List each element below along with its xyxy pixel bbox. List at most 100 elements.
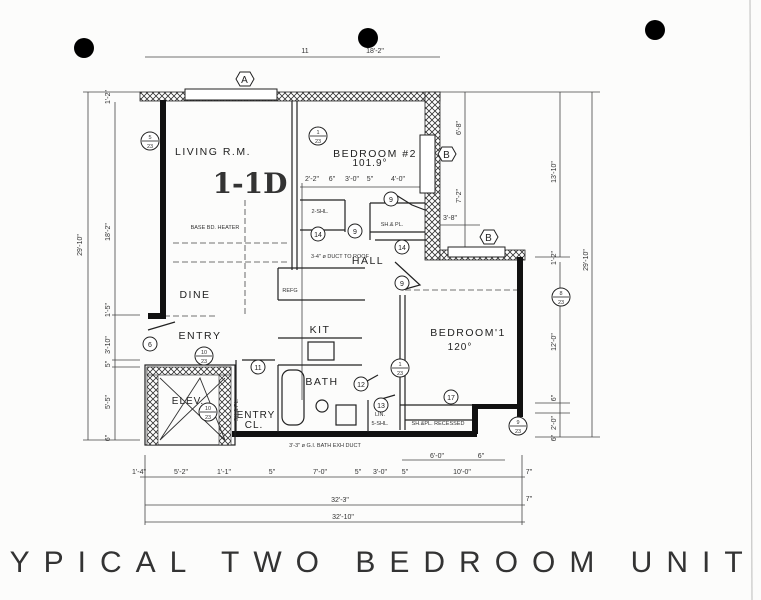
grid-marker bbox=[437, 146, 457, 162]
door-mark bbox=[394, 275, 410, 291]
section-mark-sheet: 23 bbox=[315, 139, 321, 145]
room-label: DINE bbox=[179, 289, 210, 301]
note-label: 5-SHL. bbox=[371, 421, 389, 427]
dimension-interior: 6" bbox=[329, 176, 336, 183]
dimension-right: 12'-0" bbox=[551, 333, 558, 351]
dimension-bottom: 6'-0" bbox=[430, 453, 444, 460]
room-label: ELEV. bbox=[172, 396, 204, 407]
grid-marker bbox=[235, 71, 255, 87]
dimension-bottom: 32'-10" bbox=[332, 514, 354, 521]
section-mark-number: 1 bbox=[316, 130, 319, 136]
dimension-right: 2'-0" bbox=[551, 416, 558, 430]
door-mark bbox=[443, 389, 459, 405]
dimension-left: 5'-5" bbox=[105, 395, 112, 409]
door-mark bbox=[250, 359, 266, 375]
drawing-title: TYPICAL TWO BEDROOM UNIT bbox=[0, 546, 757, 579]
room-label: BATH bbox=[305, 376, 338, 388]
dimension-right: 29'-10" bbox=[583, 249, 590, 271]
room-label: CL. bbox=[245, 420, 264, 431]
door-mark-label: 9 bbox=[400, 281, 404, 288]
unit-code-label: 1-1D bbox=[213, 167, 288, 200]
section-mark-sheet: 23 bbox=[515, 429, 521, 435]
dimension-interior: 4'-0" bbox=[391, 176, 405, 183]
dimension-right: 3'-8" bbox=[443, 215, 457, 222]
door-mark bbox=[310, 226, 326, 242]
door-mark-label: 12 bbox=[357, 382, 365, 389]
dimension-left: 6" bbox=[105, 434, 112, 441]
dimension-bottom: 3'-0" bbox=[373, 469, 387, 476]
room-label: LIVING R.M. bbox=[175, 146, 251, 158]
door-mark-label: 13 bbox=[377, 403, 385, 410]
note-label: LIN. bbox=[375, 412, 386, 418]
door-mark bbox=[383, 191, 399, 207]
note-label: 2-SHL. bbox=[311, 209, 329, 215]
section-mark-number: 8 bbox=[559, 291, 562, 297]
dimension-bottom: 7" bbox=[526, 469, 533, 476]
dimension-top: 11 bbox=[301, 48, 308, 55]
dimension-left: 5" bbox=[105, 360, 112, 367]
note-label: SH.& PL. bbox=[234, 398, 240, 421]
dimension-left: 29'-10" bbox=[77, 234, 84, 256]
note-label: 3-4" ø DUCT TO ROOF bbox=[311, 254, 370, 260]
dimension-bottom: 10'-0" bbox=[453, 469, 471, 476]
dimension-bottom: 7" bbox=[526, 496, 533, 503]
note-label: 3'-3" ø G.I. BATH EXH DUCT bbox=[289, 443, 361, 449]
door-mark bbox=[373, 397, 389, 413]
dimension-left: 18'-2" bbox=[105, 223, 112, 241]
interior-partitions bbox=[147, 101, 472, 432]
room-label: BEDROOM #2 bbox=[333, 148, 417, 160]
dimension-left: 1'-2" bbox=[105, 90, 112, 104]
dimension-right: 6'-8" bbox=[456, 121, 463, 135]
section-mark-number: 10 bbox=[201, 350, 207, 356]
dimension-right: 6" bbox=[551, 434, 558, 441]
room-label: 101.9° bbox=[352, 158, 387, 169]
grid-marker bbox=[479, 229, 499, 245]
dimension-interior: 5" bbox=[367, 176, 374, 183]
note-label: SH.&PL. RECESSED bbox=[412, 421, 465, 427]
room-label: ENTRY bbox=[237, 410, 276, 421]
room-label: HALL bbox=[352, 255, 384, 267]
dimension-bottom: 5" bbox=[269, 469, 276, 476]
grid-marker-label: B bbox=[443, 150, 451, 161]
dimension-bottom: 6" bbox=[478, 453, 485, 460]
dimension-bottom: 5" bbox=[355, 469, 362, 476]
door-mark bbox=[394, 239, 410, 255]
dimension-interior: 3'-0" bbox=[345, 176, 359, 183]
dimension-bottom: 32'-3" bbox=[331, 497, 349, 504]
punch-hole bbox=[74, 38, 94, 58]
door-mark-label: 11 bbox=[254, 365, 261, 372]
punch-hole bbox=[358, 28, 378, 48]
dimension-right: 6" bbox=[551, 394, 558, 401]
section-mark-sheet: 23 bbox=[147, 144, 153, 150]
dimension-bottom: 1'-4" bbox=[132, 469, 146, 476]
dimension-left: 3'-10" bbox=[105, 336, 112, 354]
section-mark-number: 1 bbox=[398, 362, 401, 368]
dimension-top: 18'-2" bbox=[366, 48, 384, 55]
dimension-right: 1'-2" bbox=[551, 251, 558, 265]
door-mark-label: 14 bbox=[398, 245, 406, 252]
dimension-bottom: 5'-2" bbox=[174, 469, 188, 476]
dimension-bottom: 1'-1" bbox=[217, 469, 231, 476]
grid-marker-label: B bbox=[485, 233, 493, 244]
section-mark-number: 9 bbox=[516, 420, 519, 426]
room-label: KIT bbox=[310, 324, 331, 336]
room-label: 120° bbox=[448, 342, 473, 353]
dimension-right: 7'-2" bbox=[456, 189, 463, 203]
door-mark bbox=[142, 336, 158, 352]
door-mark-label: 17 bbox=[447, 395, 455, 402]
dimension-bottom: 7'-0" bbox=[313, 469, 327, 476]
door-mark-label: 9 bbox=[353, 229, 357, 236]
room-label: BEDROOM'1 bbox=[430, 327, 506, 339]
door-mark-label: 9 bbox=[389, 197, 393, 204]
room-label: ENTRY bbox=[179, 330, 222, 342]
note-label: BASE BD. HEATER bbox=[191, 225, 240, 231]
walls bbox=[139, 88, 526, 446]
dimension-right: 13'-10" bbox=[551, 161, 558, 183]
punch-hole bbox=[645, 20, 665, 40]
dimension-interior: 2'-2" bbox=[305, 176, 319, 183]
note-label: SH.& PL. bbox=[381, 222, 404, 228]
door-mark bbox=[353, 376, 369, 392]
section-mark-number: 5 bbox=[148, 135, 151, 141]
note-label: REFG bbox=[282, 288, 297, 294]
